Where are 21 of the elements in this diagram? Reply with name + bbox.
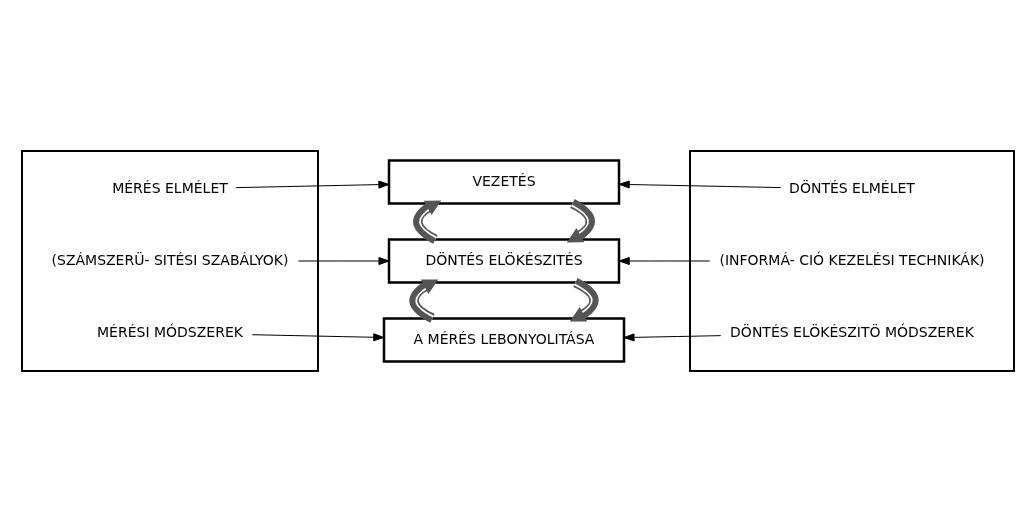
cluster bbox=[21, 150, 319, 372]
arrow bbox=[409, 279, 439, 323]
node-text: DÖNTÉS ELMÉLET bbox=[789, 179, 915, 196]
arrow bbox=[413, 200, 442, 244]
arrow bbox=[623, 333, 722, 342]
node-text: MÉRÉSI MÓDSZEREK bbox=[97, 323, 243, 340]
cluster bbox=[689, 150, 1015, 372]
arrow bbox=[569, 278, 599, 322]
arrow bbox=[618, 257, 711, 265]
arrow bbox=[235, 180, 390, 189]
node-box: VEZETÉS bbox=[387, 159, 621, 205]
node-text: DÖNTÉS ELÖKÉSZITÖ MÓDSZEREK bbox=[730, 323, 974, 340]
arrow bbox=[566, 199, 595, 243]
node-text: (INFORMÁ- CIÓ KEZELÉSI TECHNIKÁK) bbox=[719, 251, 985, 268]
node-box: DÖNTÉS ELÖKÉSZITÉS bbox=[387, 238, 621, 284]
node-text: (SZÁMSZERÜ- SITÉSI SZABÁLYOK) bbox=[51, 251, 289, 268]
arrow bbox=[618, 180, 782, 189]
arrow bbox=[251, 333, 385, 342]
node-text: MÉRÉS ELMÉLET bbox=[112, 179, 228, 196]
node-box: A MÉRÉS LEBONYOLITÁSA bbox=[382, 317, 626, 363]
arrow bbox=[297, 257, 390, 265]
